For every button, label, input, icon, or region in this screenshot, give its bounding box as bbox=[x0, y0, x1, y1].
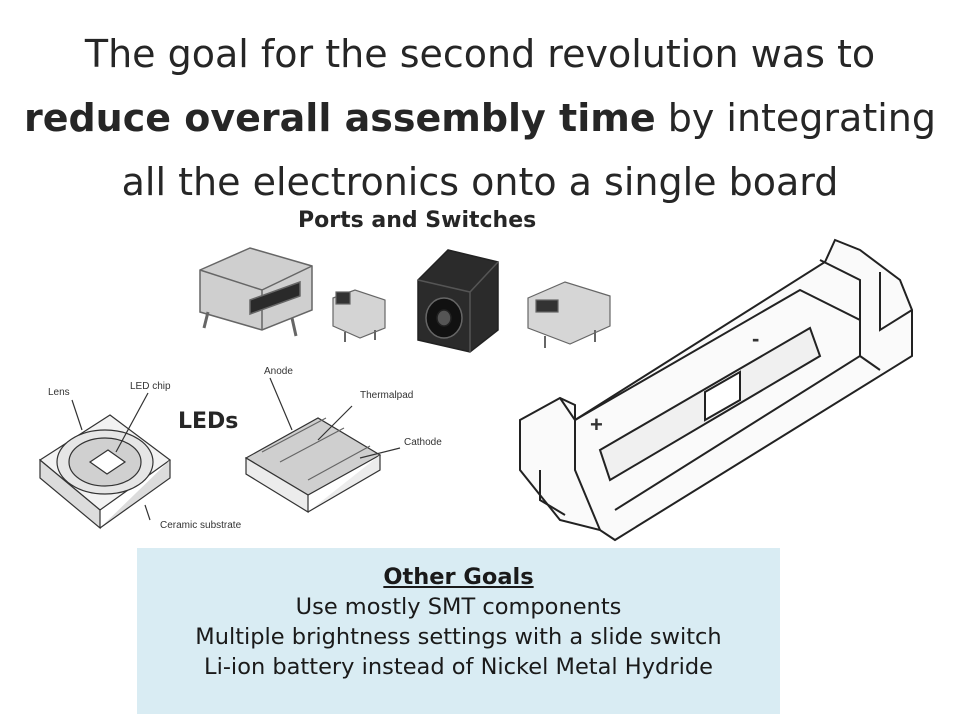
other-goals-heading: Other Goals bbox=[383, 564, 534, 590]
goal-item: Li-ion battery instead of Nickel Metal H… bbox=[204, 654, 713, 680]
ceramic-substrate-callout: Ceramic substrate bbox=[160, 520, 242, 531]
title-emphasis: reduce overall assembly time bbox=[23, 96, 656, 140]
slide-switch-large-image bbox=[527, 281, 611, 348]
led-lens-diagram bbox=[38, 392, 172, 530]
title-line-1: The goal for the second revolution was t… bbox=[84, 32, 876, 76]
led-chip-callout: LED chip bbox=[130, 381, 171, 392]
lens-callout: Lens bbox=[48, 387, 70, 398]
title-line-rest: by integrating all the electronics onto … bbox=[121, 96, 937, 204]
thermalpad-callout: Thermalpad bbox=[360, 390, 414, 401]
goal-item: Use mostly SMT components bbox=[295, 594, 622, 620]
battery-holder-image bbox=[519, 238, 913, 542]
other-goals-box: Other Goals Use mostly SMT components Mu… bbox=[137, 548, 780, 714]
leds-label: LEDs bbox=[178, 409, 239, 434]
usb-port-image bbox=[199, 247, 313, 337]
slide-switch-small-image bbox=[332, 289, 386, 342]
cathode-callout: Cathode bbox=[404, 437, 442, 448]
battery-plus-mark: + bbox=[590, 412, 603, 437]
anode-callout: Anode bbox=[264, 366, 293, 377]
slide-title: The goal for the second revolution was t… bbox=[20, 22, 940, 214]
led-pad-diagram bbox=[244, 377, 401, 514]
goal-item: Multiple brightness settings with a slid… bbox=[195, 624, 722, 650]
ports-switches-label: Ports and Switches bbox=[298, 208, 537, 233]
battery-minus-mark: - bbox=[752, 326, 760, 351]
dc-jack-image bbox=[417, 249, 499, 353]
